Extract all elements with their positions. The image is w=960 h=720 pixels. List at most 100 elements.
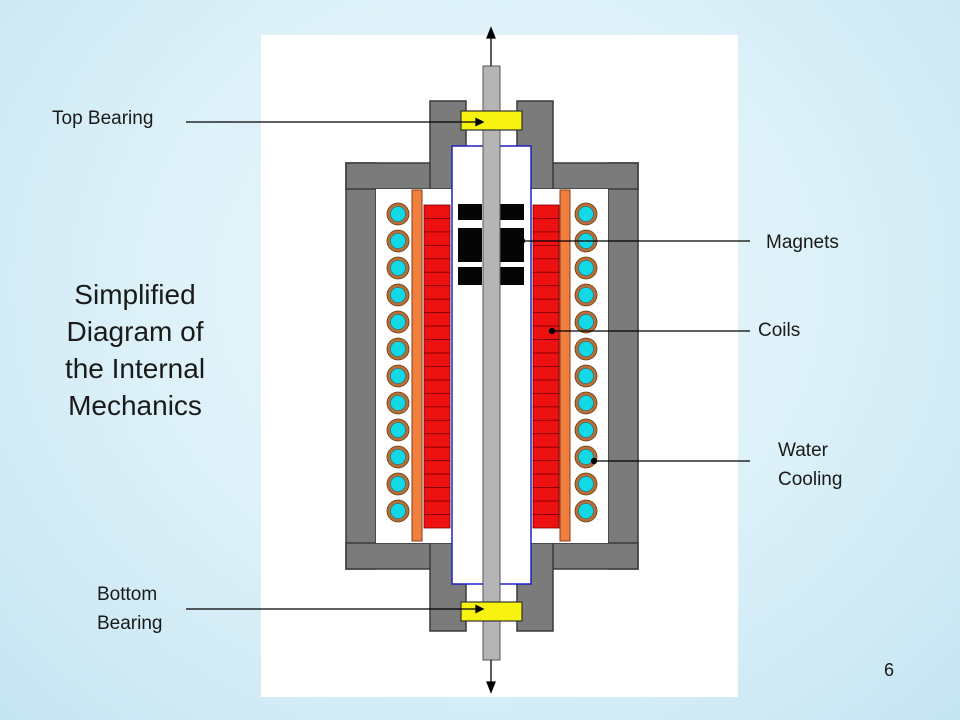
- magnet-block: [500, 267, 524, 285]
- top-bearing: [460, 110, 523, 131]
- water-pipe: [578, 341, 594, 357]
- title-line-3: the Internal: [64, 353, 206, 384]
- coil-segment: [423, 366, 451, 381]
- coil-segment: [423, 460, 451, 475]
- magnet-array: [458, 204, 524, 285]
- magnets-label-text: Magnets: [766, 232, 839, 253]
- shaft-axis-arrows: [486, 26, 496, 694]
- bottom-bearing-label-line-1: Bottom: [97, 584, 158, 605]
- coils-label: Coils: [758, 316, 800, 345]
- coil-segment: [532, 218, 560, 233]
- right-liner: [559, 189, 571, 542]
- bottom-bearing: [460, 601, 523, 622]
- coil-segment: [423, 487, 451, 502]
- magnets-label: Magnets: [766, 228, 839, 257]
- water-pipe: [390, 368, 406, 384]
- water-pipe: [390, 341, 406, 357]
- magnet-block: [458, 267, 482, 285]
- coil-segment: [532, 433, 560, 448]
- magnet-block: [500, 204, 524, 220]
- water-pipe: [390, 233, 406, 249]
- coil-segment: [423, 473, 451, 489]
- title-line-2: Diagram of: [66, 316, 204, 347]
- coil-segment: [532, 460, 560, 475]
- coil-segment: [532, 487, 560, 502]
- water-cooling-label-line-2: Cooling: [778, 469, 843, 490]
- coil-segment: [532, 325, 560, 340]
- coil-segment: [423, 231, 451, 246]
- water-pipe: [390, 260, 406, 276]
- leader-top-bearing-arrowhead: [475, 117, 485, 127]
- up-arrow-icon: [486, 26, 496, 39]
- water-pipe: [578, 260, 594, 276]
- leader-coils-dot: [548, 327, 556, 335]
- coil-segment: [423, 379, 451, 394]
- coil-segment: [532, 366, 560, 381]
- coil-segment: [423, 258, 451, 273]
- coil-segment: [423, 393, 451, 408]
- coil-segment: [423, 298, 451, 314]
- coil-segment: [532, 298, 560, 314]
- water-pipe: [390, 503, 406, 519]
- magnet-block: [458, 228, 482, 262]
- housing-outer-right-wall: [607, 162, 639, 570]
- page-number: 6: [884, 660, 895, 680]
- coil-segment: [532, 258, 560, 273]
- water-pipe: [578, 422, 594, 438]
- coil-segment: [532, 393, 560, 408]
- coils-label-text: Coils: [758, 320, 801, 341]
- title-line-4: Mechanics: [68, 390, 202, 421]
- coil-segment: [423, 325, 451, 340]
- coil-stack-left: [423, 204, 451, 529]
- water-pipe: [390, 422, 406, 438]
- water-pipe: [578, 206, 594, 222]
- title-line-1: Simplified: [74, 279, 196, 310]
- coil-segment: [423, 514, 451, 529]
- coil-segment: [532, 473, 560, 489]
- coil-segment: [423, 285, 451, 300]
- coil-segment: [423, 204, 451, 219]
- coil-segment: [423, 339, 451, 354]
- water-pipes-left: [386, 202, 410, 523]
- coil-segment: [532, 312, 560, 327]
- coil-segment: [423, 352, 451, 367]
- water-pipe: [390, 476, 406, 492]
- coil-segment: [423, 312, 451, 327]
- water-pipe: [578, 314, 594, 330]
- leader-water-cooling-dot: [590, 457, 598, 465]
- water-pipe: [578, 449, 594, 465]
- shaft: [482, 65, 501, 661]
- water-pipe: [390, 206, 406, 222]
- magnet-block: [458, 204, 482, 220]
- water-pipe: [578, 395, 594, 411]
- diagram-title: Simplified Diagram of the Internal Mecha…: [40, 276, 230, 424]
- water-pipe: [390, 287, 406, 303]
- coil-segment: [532, 446, 560, 462]
- coil-segment: [532, 244, 560, 260]
- coil-segment: [423, 433, 451, 448]
- coil-segment: [532, 419, 560, 435]
- coil-segment: [423, 271, 451, 287]
- coil-segment: [423, 500, 451, 515]
- coil-segment: [532, 231, 560, 246]
- coil-segment: [423, 446, 451, 462]
- coil-segment: [532, 204, 560, 219]
- water-pipe: [390, 314, 406, 330]
- coil-segment: [532, 500, 560, 515]
- coil-segment: [532, 406, 560, 421]
- water-pipe: [390, 449, 406, 465]
- coil-segment: [532, 271, 560, 287]
- coil-segment: [423, 406, 451, 421]
- coil-segment: [532, 339, 560, 354]
- down-arrow-icon: [486, 681, 496, 694]
- water-cooling-label-line-1: Water: [778, 440, 828, 461]
- water-pipe: [578, 287, 594, 303]
- housing-outer-left-wall: [345, 162, 377, 570]
- coil-segment: [532, 514, 560, 529]
- coil-segment: [423, 244, 451, 260]
- leader-magnets-dot: [518, 237, 526, 245]
- coil-segment: [532, 285, 560, 300]
- coil-segment: [532, 379, 560, 394]
- coil-segment: [423, 218, 451, 233]
